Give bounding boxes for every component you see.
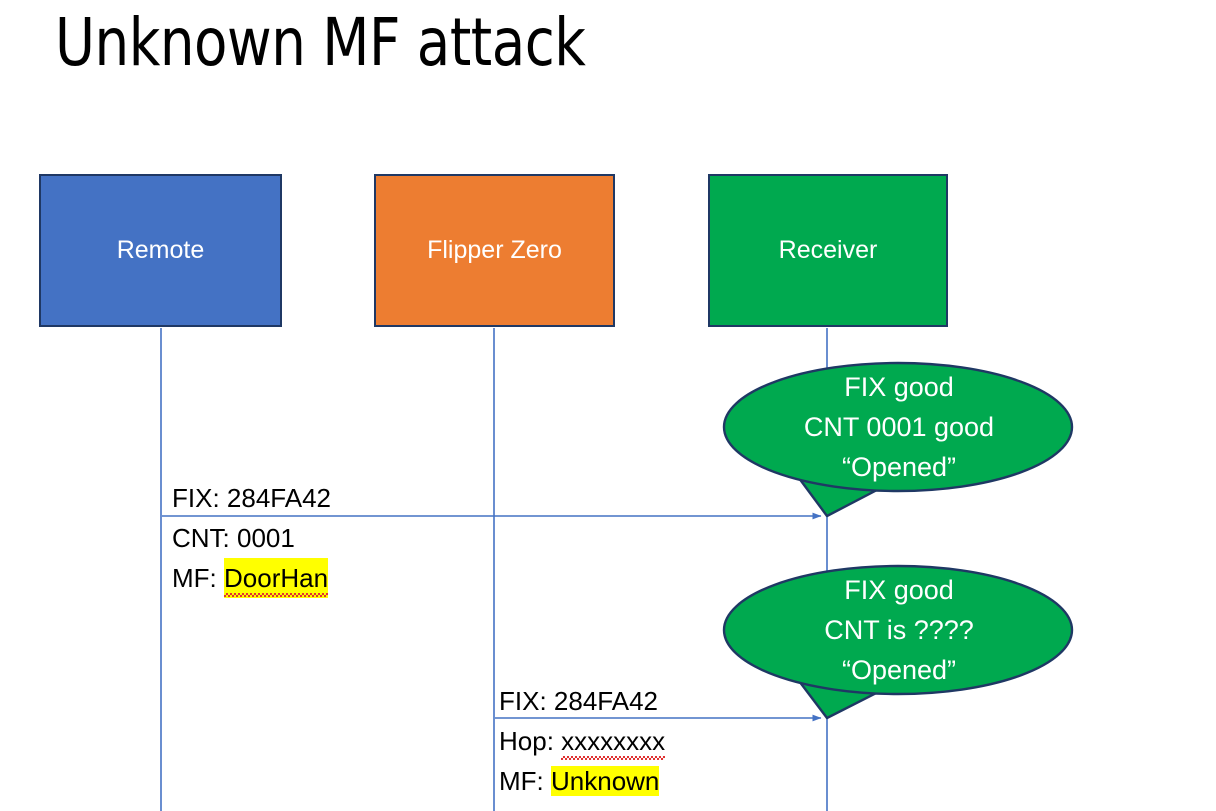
slide-title: Unknown MF attack xyxy=(55,4,586,81)
speech-bubble-second xyxy=(722,564,1074,720)
actor-label-receiver: Receiver xyxy=(778,236,878,264)
message2-line-fix: FIX: 284FA42 xyxy=(499,681,665,721)
bubble-second-line-2: CNT is ???? xyxy=(824,615,974,645)
actor-label-flipper-zero: Flipper Zero xyxy=(427,236,562,264)
bubble-first-line-2: CNT 0001 good xyxy=(803,412,995,442)
bubble-body-first xyxy=(722,361,1074,493)
actor-box-receiver[interactable]: Receiver xyxy=(708,174,948,327)
bubble-second-line-1: FIX good xyxy=(844,575,954,605)
message-line-fix-value: 284FA42 xyxy=(226,483,331,513)
actor-label-remote: Remote xyxy=(116,236,205,264)
message-line-cnt-value: 0001 xyxy=(237,523,295,553)
bubble-body-second xyxy=(722,564,1074,696)
speech-bubble-first xyxy=(722,361,1074,518)
message-line-mf-value: DoorHan xyxy=(224,558,329,598)
bubble-text-second: FIX good CNT is ???? “Opened” xyxy=(725,570,1073,690)
message-line-fix: FIX: 284FA42 xyxy=(172,478,331,518)
bubble-text-first: FIX good CNT 0001 good “Opened” xyxy=(725,367,1073,487)
message-label-flipper-to-receiver: FIX: 284FA42 Hop: xxxxxxxx MF: Unknown xyxy=(499,681,666,801)
message2-line-hop: Hop: xxxxxxxx xyxy=(499,721,666,761)
message2-line-hop-value: xxxxxxxx xyxy=(561,721,666,761)
message-line-mf: MF: DoorHan xyxy=(172,558,331,598)
message-line-mf-prefix: MF: xyxy=(172,563,224,593)
message-label-remote-to-receiver: FIX: 284FA42 CNT: 0001 MF: DoorHan xyxy=(172,478,331,598)
actor-box-flipper-zero[interactable]: Flipper Zero xyxy=(374,174,615,327)
message2-line-mf-value: Unknown xyxy=(551,766,660,796)
message2-line-mf-prefix: MF: xyxy=(499,766,551,796)
message2-line-mf: MF: Unknown xyxy=(499,761,665,801)
bubble-first-line-1: FIX good xyxy=(844,372,954,402)
bubble-second-line-3: “Opened” xyxy=(841,655,957,685)
message-line-cnt-prefix: CNT: xyxy=(172,523,237,553)
message-line-cnt: CNT: 0001 xyxy=(172,518,331,558)
message2-line-fix-value: 284FA42 xyxy=(553,686,658,716)
message-line-fix-prefix: FIX: xyxy=(172,483,227,513)
message2-line-fix-prefix: FIX: xyxy=(499,686,554,716)
bubble-first-line-3: “Opened” xyxy=(841,452,957,482)
message2-line-hop-prefix: Hop: xyxy=(499,726,562,756)
actor-box-remote[interactable]: Remote xyxy=(39,174,282,327)
